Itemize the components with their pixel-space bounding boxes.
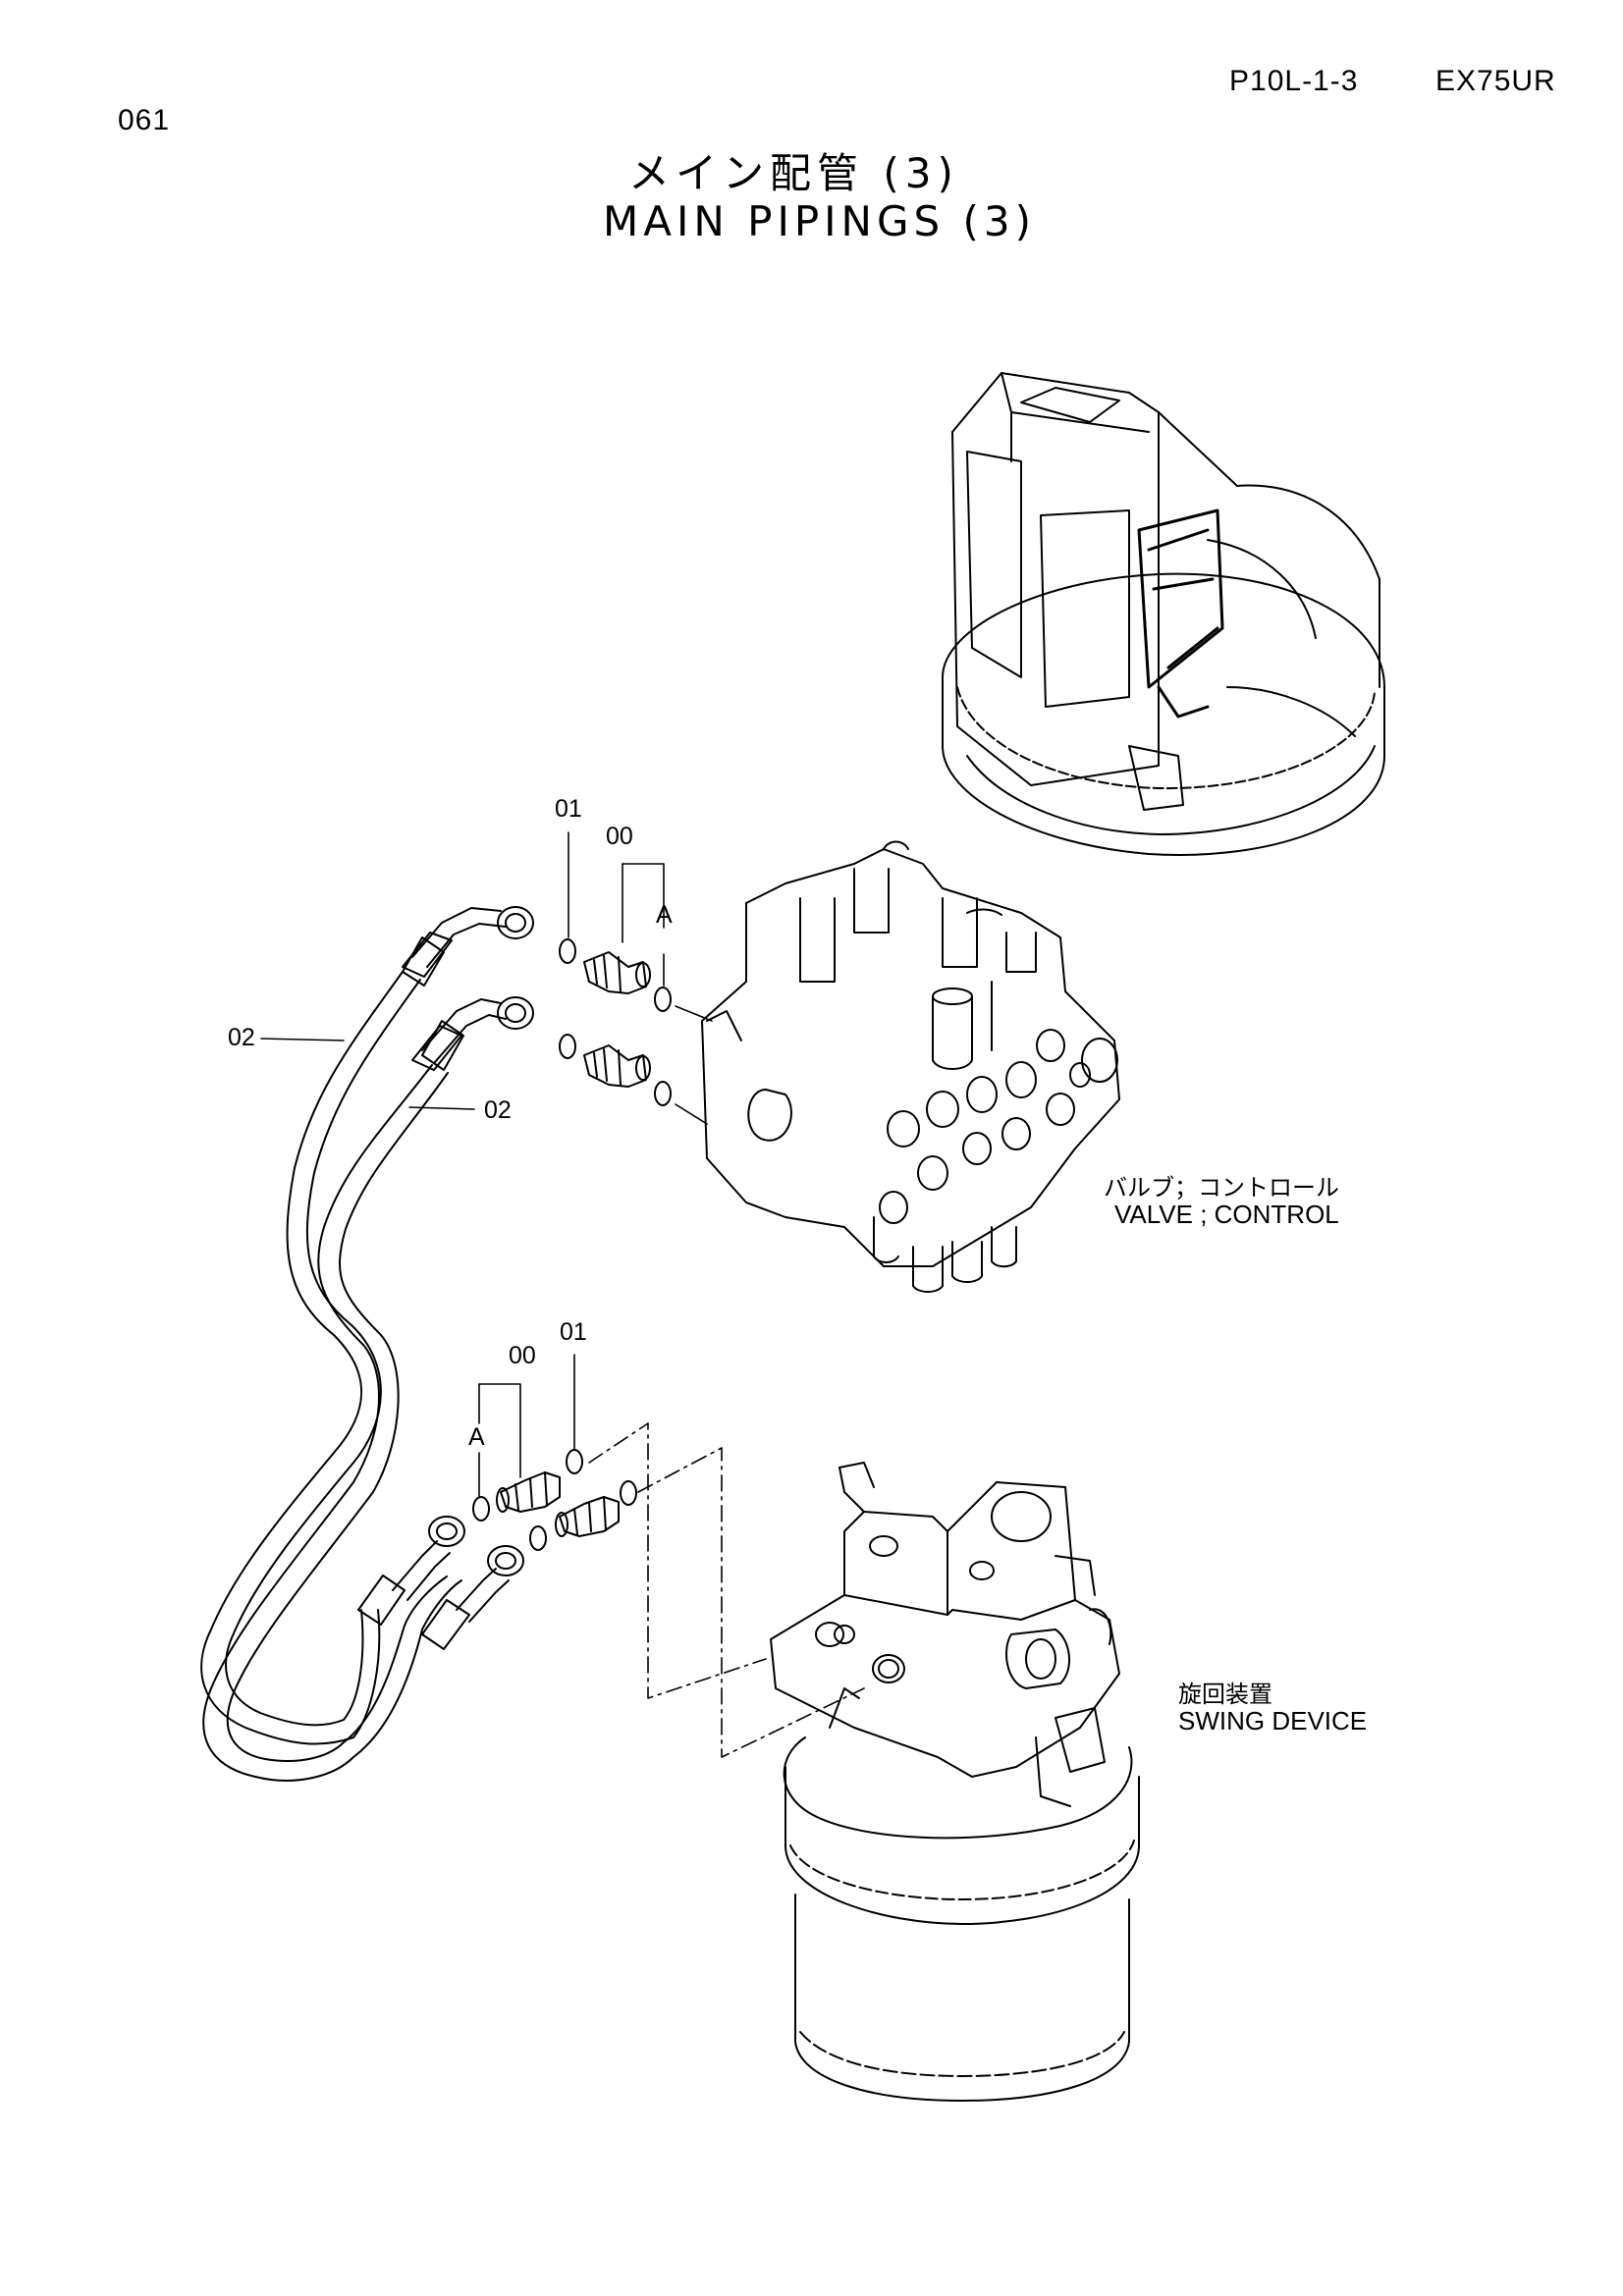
swing-device-label-english: SWING DEVICE <box>1178 1706 1368 1735</box>
hose-assembly-icon <box>201 907 533 1781</box>
swing-device-icon <box>771 1463 1139 2101</box>
swing-device-label-japanese: 旋回装置 <box>1178 1681 1272 1708</box>
adapter-fitting-icon <box>497 952 650 1536</box>
callout-00-upper: 00 <box>606 823 633 850</box>
model-code: EX75UR <box>1435 65 1556 97</box>
excavator-upperstructure-icon <box>943 373 1384 855</box>
callout-01-lower: 01 <box>560 1318 587 1346</box>
callout-02-right: 02 <box>484 1096 512 1124</box>
title-japanese: メイン配管 (3) <box>628 149 959 197</box>
callout-a-lower: A <box>468 1423 485 1451</box>
control-valve-label-english: VALVE ; CONTROL <box>1114 1200 1339 1229</box>
callout-00-lower: 00 <box>509 1342 536 1369</box>
leader-lines <box>261 832 864 1757</box>
callout-a-upper: A <box>656 901 673 929</box>
callout-01-upper: 01 <box>555 795 582 823</box>
o-ring-icon <box>473 939 671 1550</box>
callout-02-left: 02 <box>228 1024 255 1051</box>
page-code: P10L-1-3 <box>1229 65 1359 97</box>
title-english: MAIN PIPINGS (3) <box>603 197 1037 245</box>
page-number: 061 <box>118 104 171 136</box>
control-valve-icon <box>702 842 1119 1293</box>
control-valve-label-japanese: バルブ；コントロール <box>1104 1174 1339 1201</box>
